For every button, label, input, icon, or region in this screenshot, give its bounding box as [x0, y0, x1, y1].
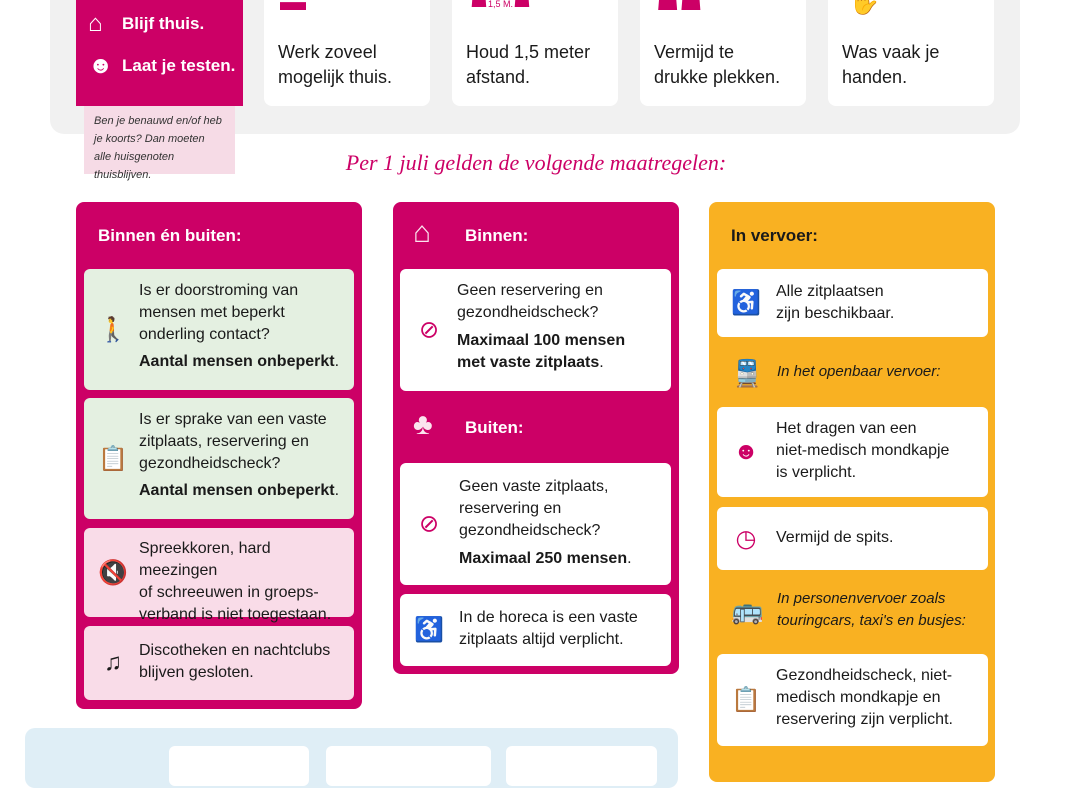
section-title-inside: Binnen:	[465, 226, 529, 245]
train-icon: 🚆	[731, 358, 764, 388]
rule-get-tested: ☻ Laat je testen.	[88, 52, 236, 79]
rule-stay-home: ⌂ Blijf thuis.	[88, 10, 205, 37]
no-checklist-icon: ⊘	[418, 510, 440, 538]
clipboard-check-icon: 📋	[98, 445, 128, 472]
column-inside-outside: Binnen én buiten: 🚶 Is er doorstroming v…	[76, 202, 362, 709]
seated-person-icon: ♿	[414, 616, 444, 644]
no-music-icon: ♫	[104, 649, 122, 676]
tree-bench-icon: ♣	[413, 408, 433, 441]
house-icon: ⌂	[88, 10, 103, 37]
person-test-icon: ☻	[88, 52, 114, 79]
muted-speaker-icon: 🔇	[98, 559, 128, 586]
clipboard-check-icon: 📋	[731, 686, 761, 714]
seated-person-icon: ♿	[731, 289, 761, 317]
list-item: 📋 Gezondheidscheck, niet-medisch mondkap…	[717, 654, 988, 746]
page-subtitle: Per 1 juli gelden de volgende maatregele…	[345, 150, 727, 175]
crowd-icon: ☗☗	[656, 0, 703, 16]
bus-icon: 🚌	[731, 595, 764, 625]
section-title-outside: Buiten:	[465, 418, 524, 437]
public-transport-label: In het openbaar vervoer:	[777, 363, 941, 380]
house-icon: ⌂	[413, 216, 432, 249]
basic-rules-box: ⌂ Blijf thuis. ☻ Laat je testen.	[76, 0, 243, 106]
column-title: In vervoer:	[731, 226, 818, 245]
bottom-card	[169, 746, 309, 786]
clock-icon: ◷	[735, 525, 757, 552]
no-checklist-icon: ⊘	[418, 316, 440, 344]
distance-icon: ☗1,5 M.☗	[470, 0, 531, 12]
column-title: Binnen én buiten:	[98, 226, 242, 245]
bottom-card	[506, 746, 657, 786]
hands-icon: ✋	[848, 0, 881, 16]
laptop-icon: ▬	[280, 0, 306, 16]
mask-person-icon: ☻	[733, 438, 759, 465]
symptoms-note: Ben je benauwd en/of heb je koorts? Dan …	[84, 106, 235, 181]
bottom-card	[326, 746, 491, 786]
walking-people-icon: 🚶	[98, 316, 128, 343]
list-item: ◷ Vermijd de spits.	[717, 507, 988, 570]
